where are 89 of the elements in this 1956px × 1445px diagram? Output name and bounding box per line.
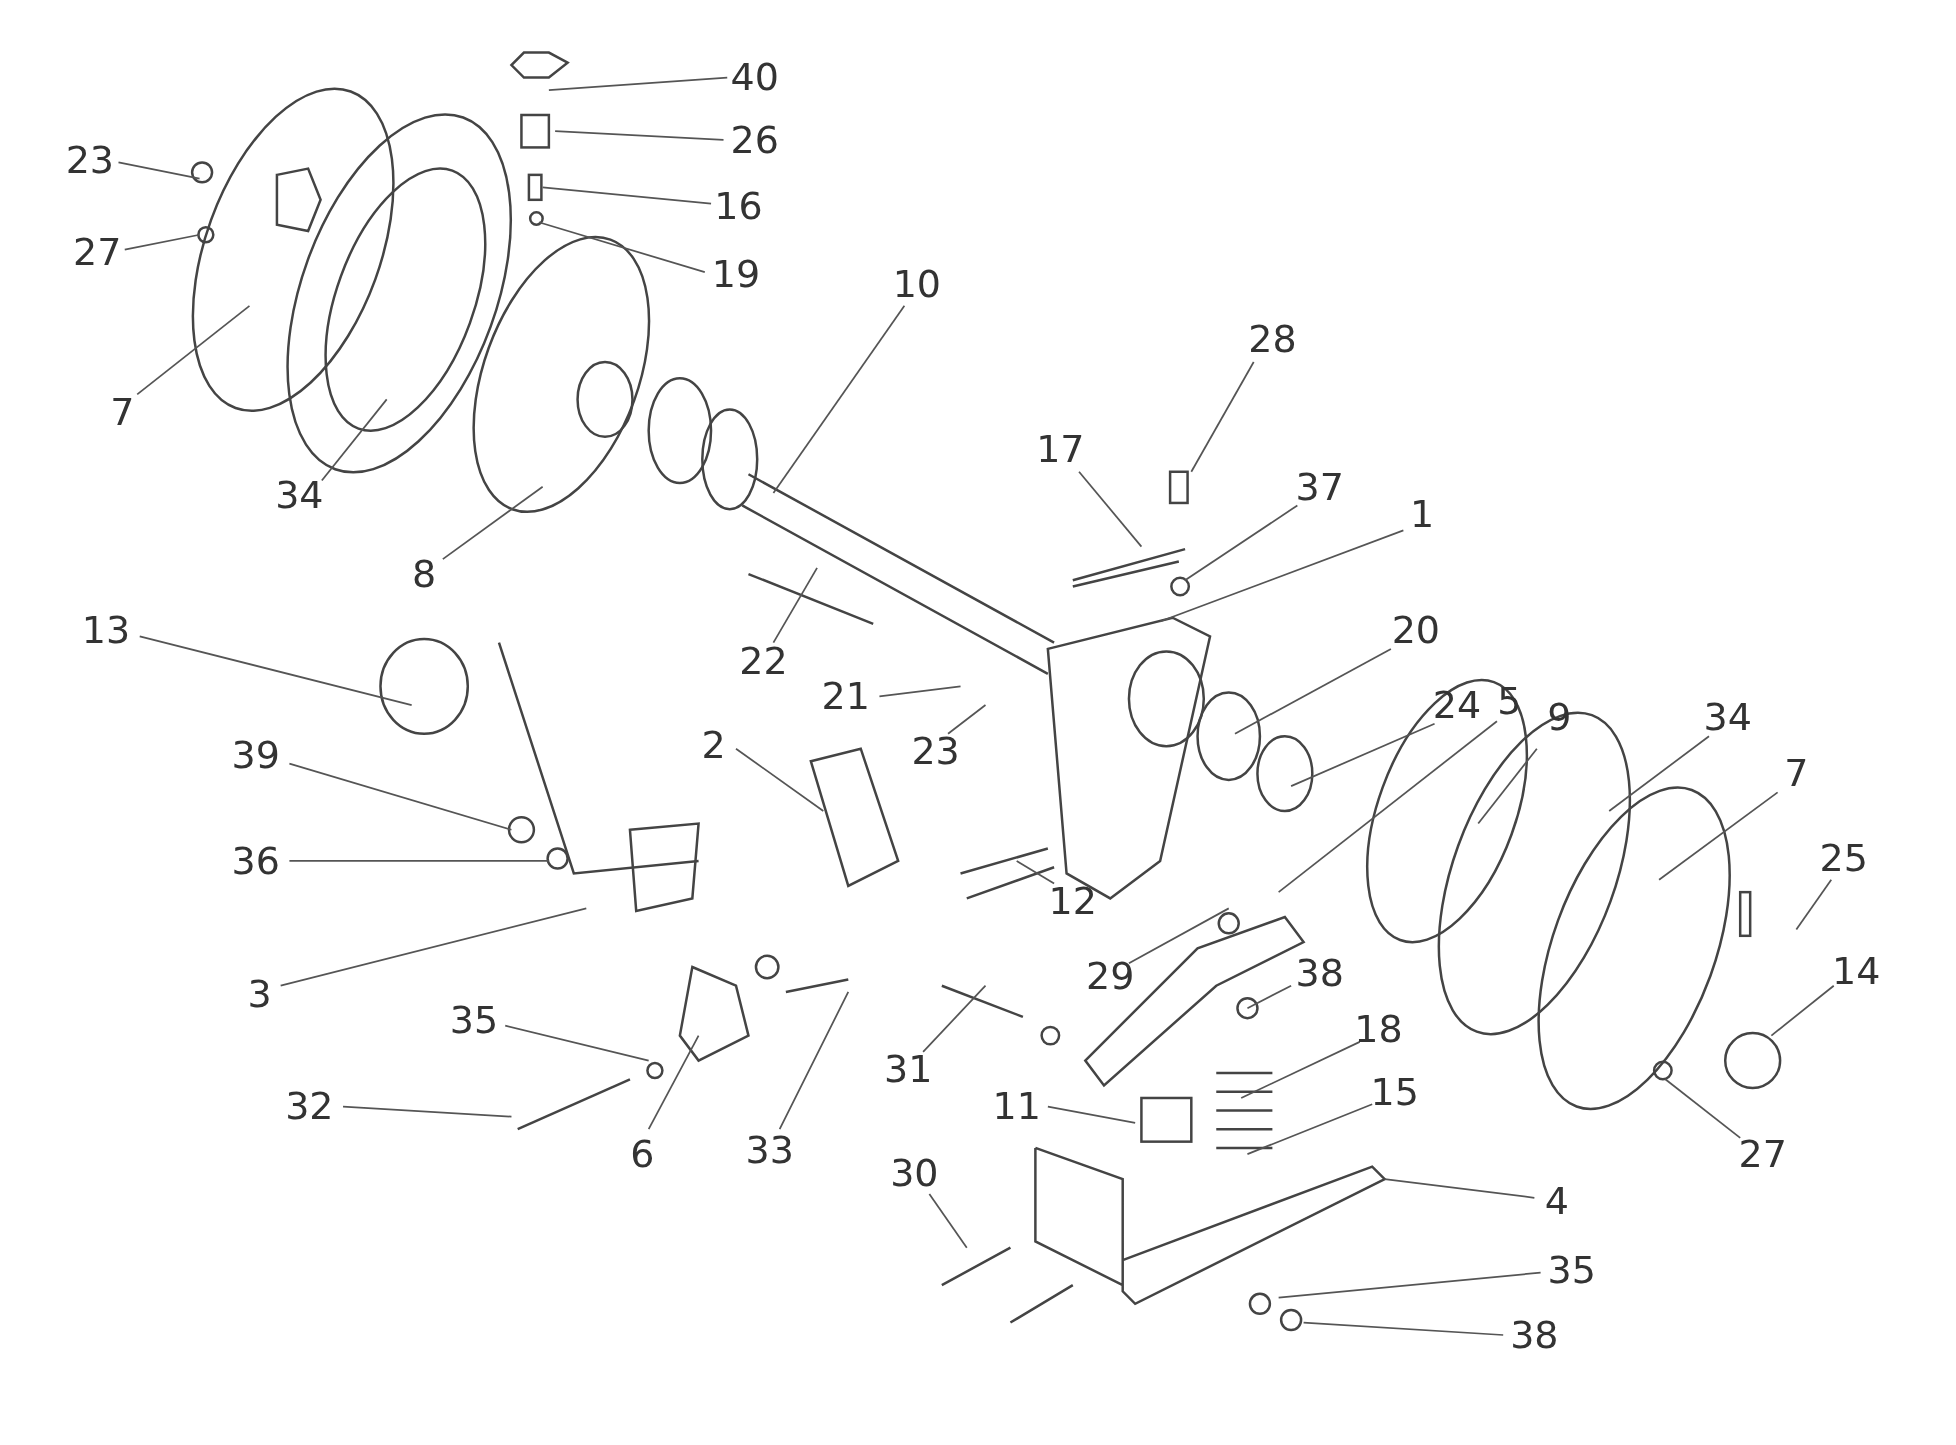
leader-line (1015, 860, 1055, 885)
leader-line (279, 907, 588, 987)
callout-number: 3 (247, 975, 272, 1014)
callout-number: 7 (1784, 754, 1809, 793)
callout-number: 6 (630, 1134, 655, 1173)
callout-number: 2 (701, 725, 726, 764)
callout-number: 27 (73, 233, 122, 271)
leader-line (1290, 722, 1436, 787)
callout-number: 19 (711, 255, 761, 294)
callout-number: 12 (1048, 881, 1097, 920)
leader-line (123, 233, 201, 251)
callout-number: 33 (745, 1131, 794, 1170)
leader-line (947, 704, 987, 735)
leader-line (1246, 1103, 1374, 1155)
leader-line (538, 221, 706, 274)
leader-line (117, 161, 201, 180)
callout-number: 23 (911, 731, 960, 770)
callout-number: 4 (1544, 1182, 1569, 1221)
callout-number: 31 (883, 1050, 933, 1089)
leader-line (548, 76, 729, 91)
leader-line (504, 1024, 650, 1062)
callout-number: 30 (890, 1153, 939, 1192)
leader-line (136, 304, 251, 396)
leader-line (928, 1193, 968, 1249)
leader-line (1664, 1078, 1742, 1139)
leader-line (878, 685, 962, 698)
callout-number: 22 (739, 642, 788, 681)
callout-number: 38 (1510, 1315, 1559, 1354)
callout-number: 24 (1432, 685, 1482, 724)
callout-number: 18 (1354, 1010, 1403, 1049)
leader-line (1383, 1178, 1536, 1199)
callout-number: 10 (892, 265, 942, 304)
callout-number: 34 (1703, 698, 1752, 737)
callout-number: 38 (1295, 954, 1344, 992)
leader-line (1184, 504, 1299, 582)
callout-number: 15 (1370, 1072, 1419, 1111)
leader-line (1078, 470, 1143, 548)
callout-number: 26 (730, 120, 779, 159)
leader-line (772, 566, 818, 644)
callout-number: 35 (1547, 1250, 1596, 1289)
leader-line (288, 860, 550, 862)
callout-number: 39 (231, 735, 280, 774)
leader-line (1128, 907, 1230, 965)
callout-number: 25 (1819, 839, 1868, 878)
leader-line (1190, 361, 1255, 473)
leader-line (541, 186, 712, 205)
callout-number: 8 (412, 554, 437, 593)
leader-line (1240, 1040, 1361, 1099)
callout-number: 23 (65, 140, 114, 179)
leader-line (1302, 1321, 1505, 1336)
callout-number: 14 (1832, 951, 1881, 990)
leader-line (1277, 1271, 1542, 1299)
callout-number: 40 (730, 58, 779, 97)
callout-number: 32 (285, 1087, 334, 1126)
callout-number: 28 (1248, 320, 1297, 359)
leader-line (138, 635, 413, 706)
leader-line (1608, 735, 1710, 812)
callout-number: 35 (449, 1001, 499, 1040)
callout-number: 29 (1086, 956, 1135, 995)
callout-number: 34 (275, 476, 324, 515)
leader-line (735, 747, 825, 812)
leader-line (1770, 984, 1835, 1037)
leader-line (1795, 878, 1833, 931)
leader-line (647, 1034, 700, 1131)
callout-number: 5 (1497, 682, 1522, 721)
leader-line (554, 130, 725, 141)
leader-line (1047, 1105, 1137, 1124)
leader-line (1246, 984, 1292, 1010)
leader-line (320, 398, 388, 482)
leader-line (772, 304, 906, 494)
callout-number: 27 (1738, 1134, 1787, 1173)
callout-number: 11 (992, 1087, 1041, 1126)
callout-number: 21 (821, 677, 870, 716)
callout-number: 20 (1391, 610, 1440, 649)
leader-line (1159, 529, 1405, 623)
leader-line (288, 762, 513, 831)
callout-number: 36 (231, 841, 280, 880)
callout-number: 1 (1410, 494, 1435, 533)
callout-number: 17 (1036, 430, 1085, 469)
leader-line (1658, 791, 1779, 881)
leader-line (342, 1105, 513, 1118)
leader-line (441, 485, 544, 560)
callout-number: 7 (110, 392, 135, 431)
callout-number: 37 (1295, 467, 1344, 506)
leader-line (778, 991, 850, 1131)
leader-line (922, 984, 987, 1053)
callout-number: 16 (714, 186, 763, 225)
callout-number: 13 (81, 610, 131, 649)
leader-line (1234, 648, 1392, 735)
